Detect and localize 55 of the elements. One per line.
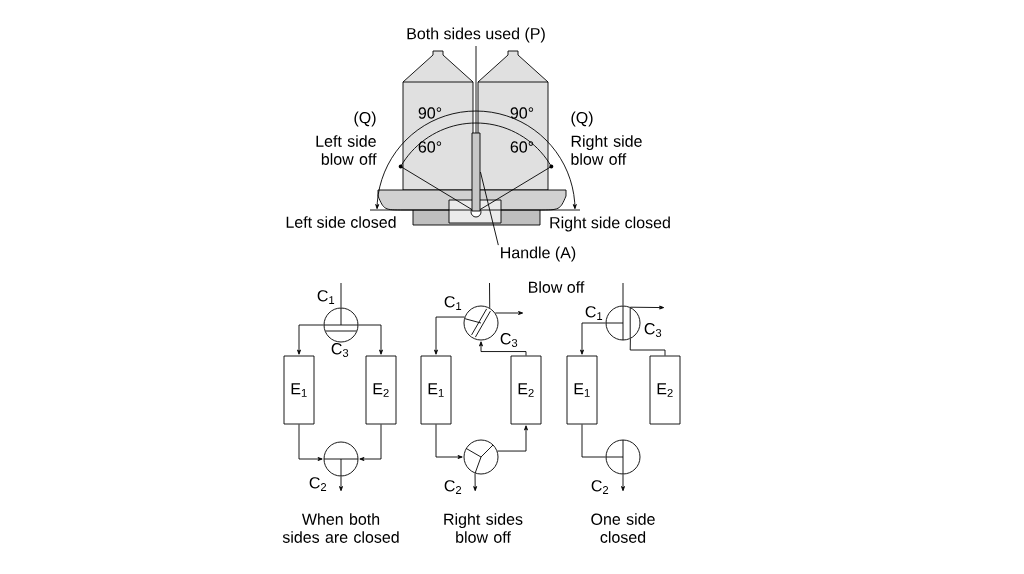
flow-arrow xyxy=(359,424,382,461)
angle-label: 90° xyxy=(418,107,442,119)
valve-symbol xyxy=(323,441,359,477)
valve-label: C$_{1}$ xyxy=(317,290,335,304)
flow-arrow xyxy=(298,424,323,461)
valve-symbol xyxy=(323,307,359,343)
angle-label: 60° xyxy=(418,141,442,153)
flow-arrow xyxy=(496,425,528,452)
flow-arrow xyxy=(297,324,324,355)
valve-label: C$_{2}$ xyxy=(309,477,327,491)
flow-arrow xyxy=(494,311,524,315)
flow-arrow xyxy=(339,476,343,492)
flow-arrow xyxy=(435,424,463,459)
flow-arrow xyxy=(621,474,625,492)
valve-symbol xyxy=(463,439,499,475)
flow-arrow xyxy=(358,324,383,355)
handle-bar xyxy=(471,132,481,212)
position-label: (Q) xyxy=(571,111,593,127)
valve-label: C$_{2}$ xyxy=(591,480,609,494)
flow-line xyxy=(622,282,624,306)
flow-arrow xyxy=(580,322,606,355)
valve-label: C$_{3}$ xyxy=(331,343,349,357)
flow-label: Blow off xyxy=(529,281,585,293)
valve-label: C$_{1}$ xyxy=(585,306,603,320)
position-label: Both sides used (P) xyxy=(407,27,545,43)
flow-line xyxy=(340,282,342,308)
flow-arrow xyxy=(473,472,478,492)
filter-element-box: E$_{1}$ xyxy=(566,355,598,425)
position-label: Left side closed xyxy=(286,216,396,228)
valve-label: C$_{3}$ xyxy=(644,323,662,337)
valve-symbol xyxy=(463,305,499,341)
angle-label: 60° xyxy=(510,141,534,153)
valve-label: C$_{1}$ xyxy=(444,296,462,310)
filter-element-box: E$_{1}$ xyxy=(420,355,452,425)
flow-line xyxy=(629,338,666,356)
filter-element-box: E$_{2}$ xyxy=(365,355,397,425)
angle-label: 90° xyxy=(510,107,534,119)
flow-arrow xyxy=(629,305,665,310)
position-label: Left side blow off xyxy=(316,135,377,165)
filter-element-box: E$_{2}$ xyxy=(649,355,681,425)
flow-line xyxy=(581,424,606,458)
valve-symbol xyxy=(605,305,641,341)
valve-label: C$_{2}$ xyxy=(444,480,462,494)
handle-label: Handle (A) xyxy=(501,246,576,262)
valve-label: C$_{3}$ xyxy=(500,333,518,347)
flow-arrow xyxy=(434,316,466,355)
leader-line xyxy=(480,171,499,246)
position-label: (Q) xyxy=(354,111,376,127)
flow-line xyxy=(489,282,491,309)
flow-arrow xyxy=(479,341,527,356)
position-label: Right side closed xyxy=(550,216,670,232)
filter-element-box: E$_{2}$ xyxy=(510,355,542,425)
valve-symbol xyxy=(605,439,641,475)
position-label: Right side blow off xyxy=(571,135,642,165)
filter-element-box: E$_{1}$ xyxy=(283,355,315,425)
